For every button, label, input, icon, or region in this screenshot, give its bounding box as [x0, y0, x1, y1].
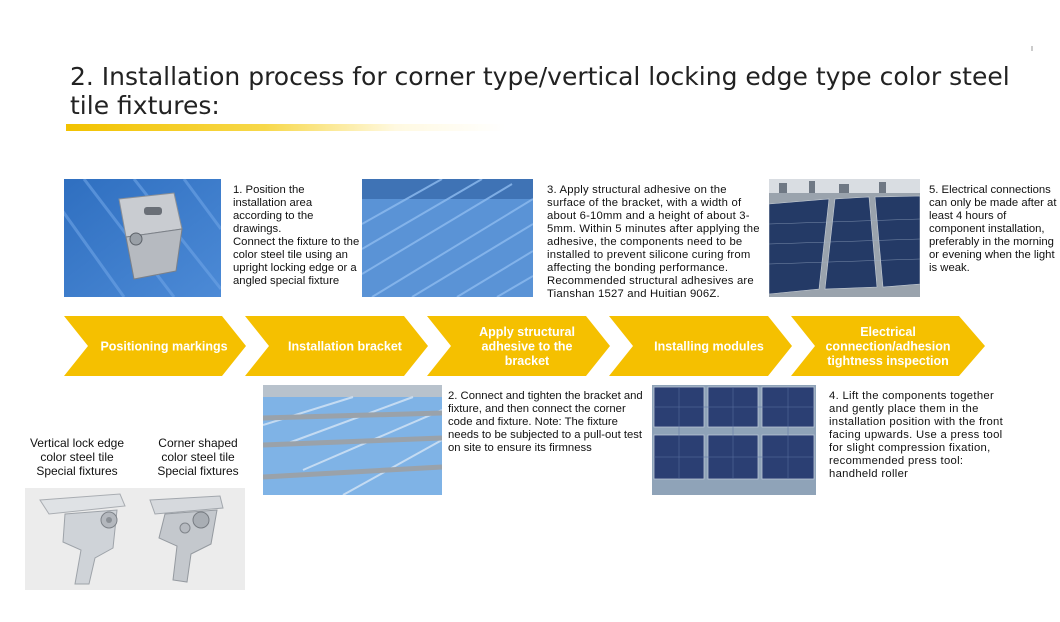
photo-solar-rooftop-city — [769, 179, 920, 297]
step-label-5: Electrical — [860, 325, 916, 339]
step-label-3: adhesive to the — [482, 340, 573, 354]
step-label-5: connection/adhesion — [825, 340, 950, 354]
step-positioning-markings — [64, 316, 246, 376]
photo-bracket-on-roof — [64, 179, 221, 297]
photo-fixtures — [25, 488, 245, 590]
photo-solar-panels — [652, 385, 816, 495]
step1-description: 1. Position the installation area accord… — [233, 184, 360, 287]
page-title: 2. Installation process for corner type/… — [70, 62, 1010, 120]
caption-vertical-lock-fixture: Vertical lock edge color steel tile Spec… — [29, 436, 125, 478]
step-label-3: bracket — [505, 354, 550, 368]
step5-description: 5. Electrical connections can only be ma… — [929, 184, 1057, 274]
step-label-4: Installing modules — [654, 340, 764, 354]
photo-roof-rails — [263, 385, 442, 495]
photo-blue-roof — [362, 179, 533, 297]
step-label-5: tightness inspection — [827, 354, 949, 368]
step-electrical-connection — [791, 316, 985, 376]
vertical-lock-fixture-image — [39, 493, 126, 585]
step-installation-bracket — [245, 316, 428, 376]
process-flow: Positioning markings Installation bracket… — [64, 316, 985, 376]
step2-description: 2. Connect and tighten the bracket and f… — [448, 390, 643, 454]
title-underline — [66, 124, 506, 131]
step-apply-adhesive — [427, 316, 610, 376]
slide-marker — [1031, 46, 1033, 51]
step-label-2: Installation bracket — [288, 340, 403, 354]
corner-shaped-fixture-image — [149, 495, 224, 583]
step-label-1: Positioning markings — [100, 340, 227, 354]
step4-description: 4. Lift the components together and gent… — [829, 390, 1004, 480]
step-label-3: Apply structural — [479, 325, 575, 339]
step-installing-modules — [609, 316, 792, 376]
step3-description: 3. Apply structural adhesive on the surf… — [547, 184, 760, 300]
caption-corner-shaped-fixture: Corner shaped color steel tile Special f… — [157, 436, 239, 478]
